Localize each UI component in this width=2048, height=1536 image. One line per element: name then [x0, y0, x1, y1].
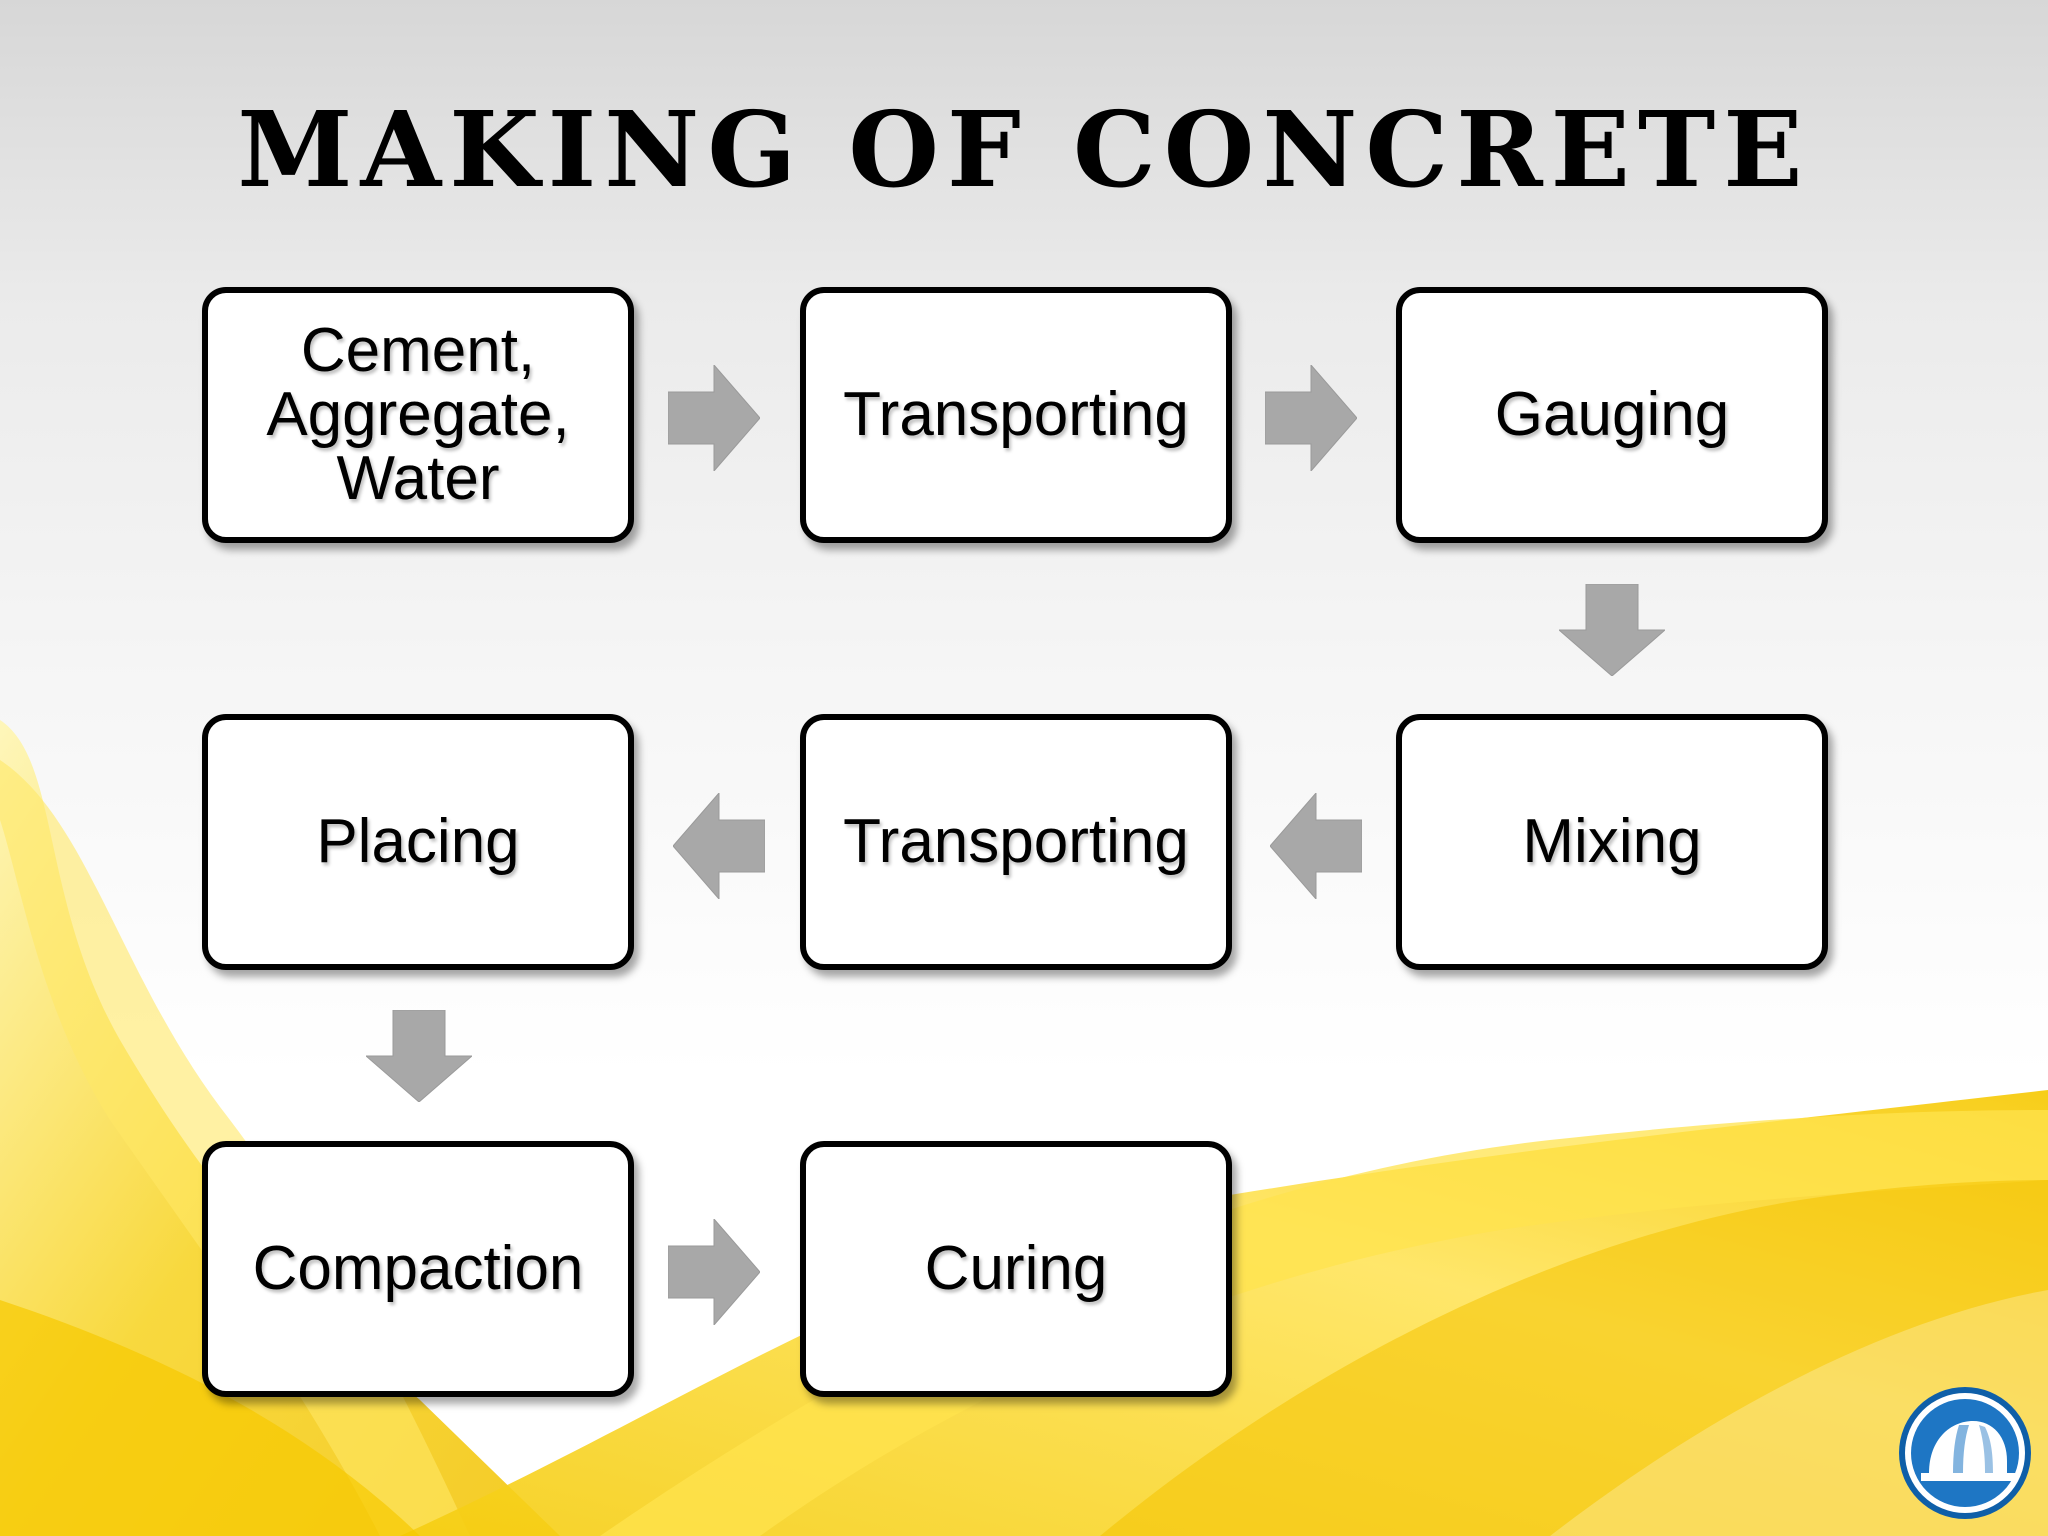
arrow-left-icon — [673, 793, 765, 899]
arrow-down-icon — [1559, 584, 1665, 676]
step-label-transporting-1: Transporting — [843, 380, 1189, 449]
step-box-placing: Placing — [202, 714, 634, 970]
step-label-placing: Placing — [316, 807, 520, 876]
step-label-curing: Curing — [924, 1234, 1108, 1303]
arrow-right-icon — [668, 365, 760, 471]
arrow-left-icon — [1270, 793, 1362, 899]
step-label-mixing: Mixing — [1522, 807, 1702, 876]
step-label-gauging: Gauging — [1494, 380, 1730, 449]
arrow-down-icon — [366, 1010, 472, 1102]
step-label-transporting-2: Transporting — [843, 807, 1189, 876]
step-box-compaction: Compaction — [202, 1141, 634, 1397]
hard-hat-icon — [1899, 1387, 2031, 1519]
step-label-compaction: Compaction — [252, 1234, 584, 1303]
step-label-materials: Cement, Aggregate, Water — [266, 316, 570, 513]
step-box-materials: Cement, Aggregate, Water — [202, 287, 634, 543]
arrow-right-icon — [668, 1219, 760, 1325]
step-box-mixing: Mixing — [1396, 714, 1828, 970]
arrow-right-icon — [1265, 365, 1357, 471]
step-box-gauging: Gauging — [1396, 287, 1828, 543]
step-box-curing: Curing — [800, 1141, 1232, 1397]
step-box-transporting-1: Transporting — [800, 287, 1232, 543]
page-title: Making of Concrete — [237, 88, 1811, 211]
step-box-transporting-2: Transporting — [800, 714, 1232, 970]
